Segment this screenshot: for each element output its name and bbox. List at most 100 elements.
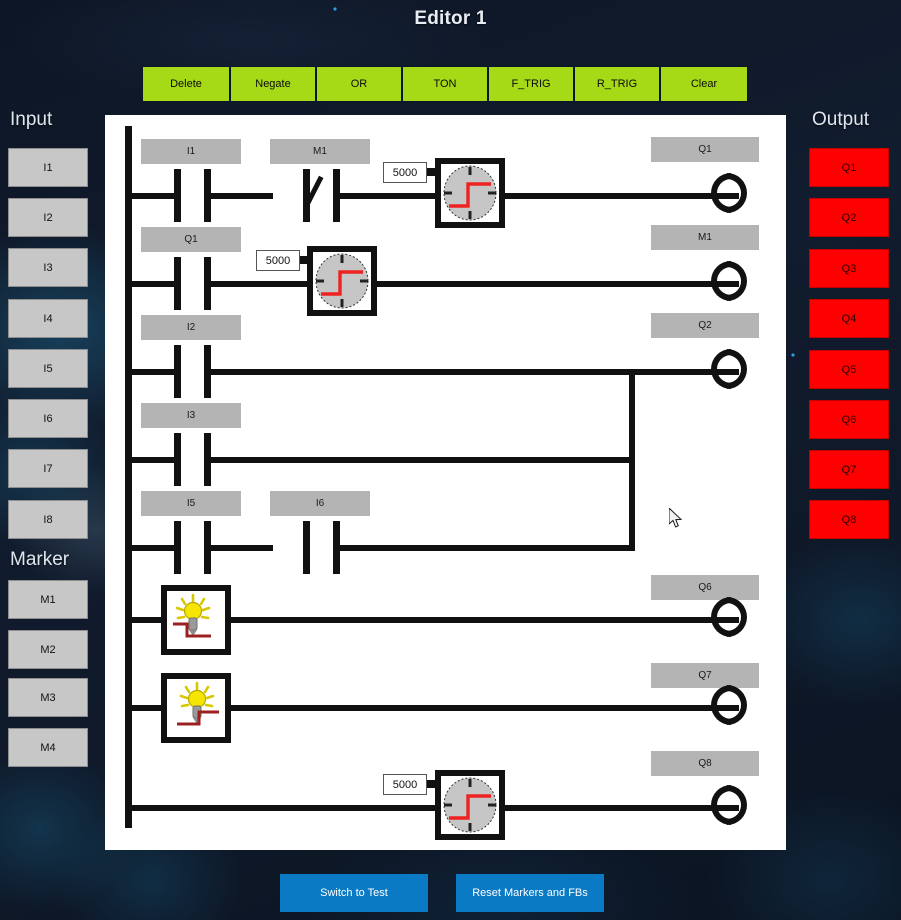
wire-seg bbox=[339, 193, 435, 199]
wire-seg bbox=[229, 617, 739, 623]
input-item-i5[interactable]: I5 bbox=[8, 349, 88, 388]
input-item-i4[interactable]: I4 bbox=[8, 299, 88, 338]
coil-label-q8[interactable]: Q8 bbox=[651, 751, 759, 776]
wire-seg bbox=[210, 369, 739, 375]
contact-label-i6[interactable]: I6 bbox=[270, 491, 370, 516]
input-item-i2[interactable]: I2 bbox=[8, 198, 88, 237]
coil-arc-left bbox=[711, 685, 731, 725]
coil-q7[interactable] bbox=[711, 685, 747, 725]
switch-to-test-button[interactable]: Switch to Test bbox=[280, 874, 428, 912]
wire-seg bbox=[125, 369, 175, 375]
output-item-q6[interactable]: Q6 bbox=[809, 400, 889, 439]
contact-label-m1[interactable]: M1 bbox=[270, 139, 370, 164]
reset-markers-button[interactable]: Reset Markers and FBs bbox=[456, 874, 604, 912]
output-item-q2[interactable]: Q2 bbox=[809, 198, 889, 237]
marker-item-m2[interactable]: M2 bbox=[8, 630, 88, 669]
contact-bar-right-i3 bbox=[204, 433, 211, 486]
coil-label-q2[interactable]: Q2 bbox=[651, 313, 759, 338]
input-item-i6[interactable]: I6 bbox=[8, 399, 88, 438]
falling-edge-lamp-icon bbox=[177, 681, 219, 726]
ton-button[interactable]: TON bbox=[402, 66, 488, 102]
coil-arc-left bbox=[711, 785, 731, 825]
contact-bar-left-i1 bbox=[174, 169, 181, 222]
wire-seg bbox=[210, 457, 635, 463]
delete-button[interactable]: Delete bbox=[142, 66, 230, 102]
left-power-rail bbox=[125, 126, 132, 828]
output-item-q8[interactable]: Q8 bbox=[809, 500, 889, 539]
coil-arc-right bbox=[727, 261, 747, 301]
or-button[interactable]: OR bbox=[316, 66, 402, 102]
input-item-i8[interactable]: I8 bbox=[8, 500, 88, 539]
ton-preset-connector bbox=[300, 256, 308, 264]
f-trig-button[interactable]: F_TRIG bbox=[488, 66, 574, 102]
contact-bar-right-i1 bbox=[204, 169, 211, 222]
r-trig-block[interactable] bbox=[161, 585, 231, 655]
coil-label-q7[interactable]: Q7 bbox=[651, 663, 759, 688]
input-item-i1[interactable]: I1 bbox=[8, 148, 88, 187]
wire-seg bbox=[503, 193, 739, 199]
marker-item-m1[interactable]: M1 bbox=[8, 580, 88, 619]
timer-icon bbox=[443, 777, 497, 833]
output-item-q7[interactable]: Q7 bbox=[809, 450, 889, 489]
output-item-q3[interactable]: Q3 bbox=[809, 249, 889, 288]
contact-bar-left-i5 bbox=[174, 521, 181, 574]
contact-bar-left-i2 bbox=[174, 345, 181, 398]
wire-seg bbox=[229, 705, 739, 711]
timer-icon bbox=[315, 253, 369, 309]
marker-item-m3[interactable]: M3 bbox=[8, 678, 88, 717]
wire-seg bbox=[210, 193, 273, 199]
ton-block-3[interactable] bbox=[435, 770, 505, 840]
timer-icon bbox=[443, 165, 497, 221]
ton-preset-input-3[interactable]: 5000 bbox=[383, 774, 427, 795]
coil-m1[interactable] bbox=[711, 261, 747, 301]
f-trig-block[interactable] bbox=[161, 673, 231, 743]
marker-item-m4[interactable]: M4 bbox=[8, 728, 88, 767]
contact-bar-left-m1 bbox=[303, 169, 310, 222]
coil-q8[interactable] bbox=[711, 785, 747, 825]
coil-label-q6[interactable]: Q6 bbox=[651, 575, 759, 600]
input-item-i7[interactable]: I7 bbox=[8, 449, 88, 488]
coil-label-m1[interactable]: M1 bbox=[651, 225, 759, 250]
input-panel-heading: Input bbox=[10, 109, 53, 130]
wire-seg bbox=[125, 805, 435, 811]
coil-label-q1[interactable]: Q1 bbox=[651, 137, 759, 162]
wire-seg bbox=[210, 545, 273, 551]
coil-arc-right bbox=[727, 349, 747, 389]
ladder-canvas[interactable]: I1 M1 5000 Q1 bbox=[105, 115, 786, 850]
contact-bar-right-i2 bbox=[204, 345, 211, 398]
coil-arc-right bbox=[727, 785, 747, 825]
ton-preset-input-1[interactable]: 5000 bbox=[383, 162, 427, 183]
coil-arc-right bbox=[727, 173, 747, 213]
rising-edge-lamp-icon bbox=[173, 593, 211, 638]
ton-block-1[interactable] bbox=[435, 158, 505, 228]
coil-q1[interactable] bbox=[711, 173, 747, 213]
r-trig-button[interactable]: R_TRIG bbox=[574, 66, 660, 102]
toolbar: Delete Negate OR TON F_TRIG R_TRIG Clear bbox=[142, 66, 748, 102]
wire-seg bbox=[503, 805, 739, 811]
output-item-q1[interactable]: Q1 bbox=[809, 148, 889, 187]
negate-button[interactable]: Negate bbox=[230, 66, 316, 102]
clear-button[interactable]: Clear bbox=[660, 66, 748, 102]
contact-bar-right-m1 bbox=[333, 169, 340, 222]
ton-preset-connector bbox=[427, 168, 435, 176]
contact-label-i5[interactable]: I5 bbox=[141, 491, 241, 516]
wire-seg bbox=[125, 457, 175, 463]
contact-label-i1[interactable]: I1 bbox=[141, 139, 241, 164]
ton-block-2[interactable] bbox=[307, 246, 377, 316]
output-item-q5[interactable]: Q5 bbox=[809, 350, 889, 389]
coil-arc-left bbox=[711, 173, 731, 213]
page-title: Editor 1 bbox=[414, 8, 487, 29]
output-item-q4[interactable]: Q4 bbox=[809, 299, 889, 338]
contact-label-i3[interactable]: I3 bbox=[141, 403, 241, 428]
wire-seg bbox=[210, 281, 310, 287]
coil-q6[interactable] bbox=[711, 597, 747, 637]
coil-arc-right bbox=[727, 685, 747, 725]
contact-label-i2[interactable]: I2 bbox=[141, 315, 241, 340]
contact-label-q1[interactable]: Q1 bbox=[141, 227, 241, 252]
wire-seg bbox=[125, 193, 175, 199]
output-panel-heading: Output bbox=[812, 109, 870, 130]
ton-preset-input-2[interactable]: 5000 bbox=[256, 250, 300, 271]
contact-bar-left-q1 bbox=[174, 257, 181, 310]
coil-q2[interactable] bbox=[711, 349, 747, 389]
input-item-i3[interactable]: I3 bbox=[8, 248, 88, 287]
